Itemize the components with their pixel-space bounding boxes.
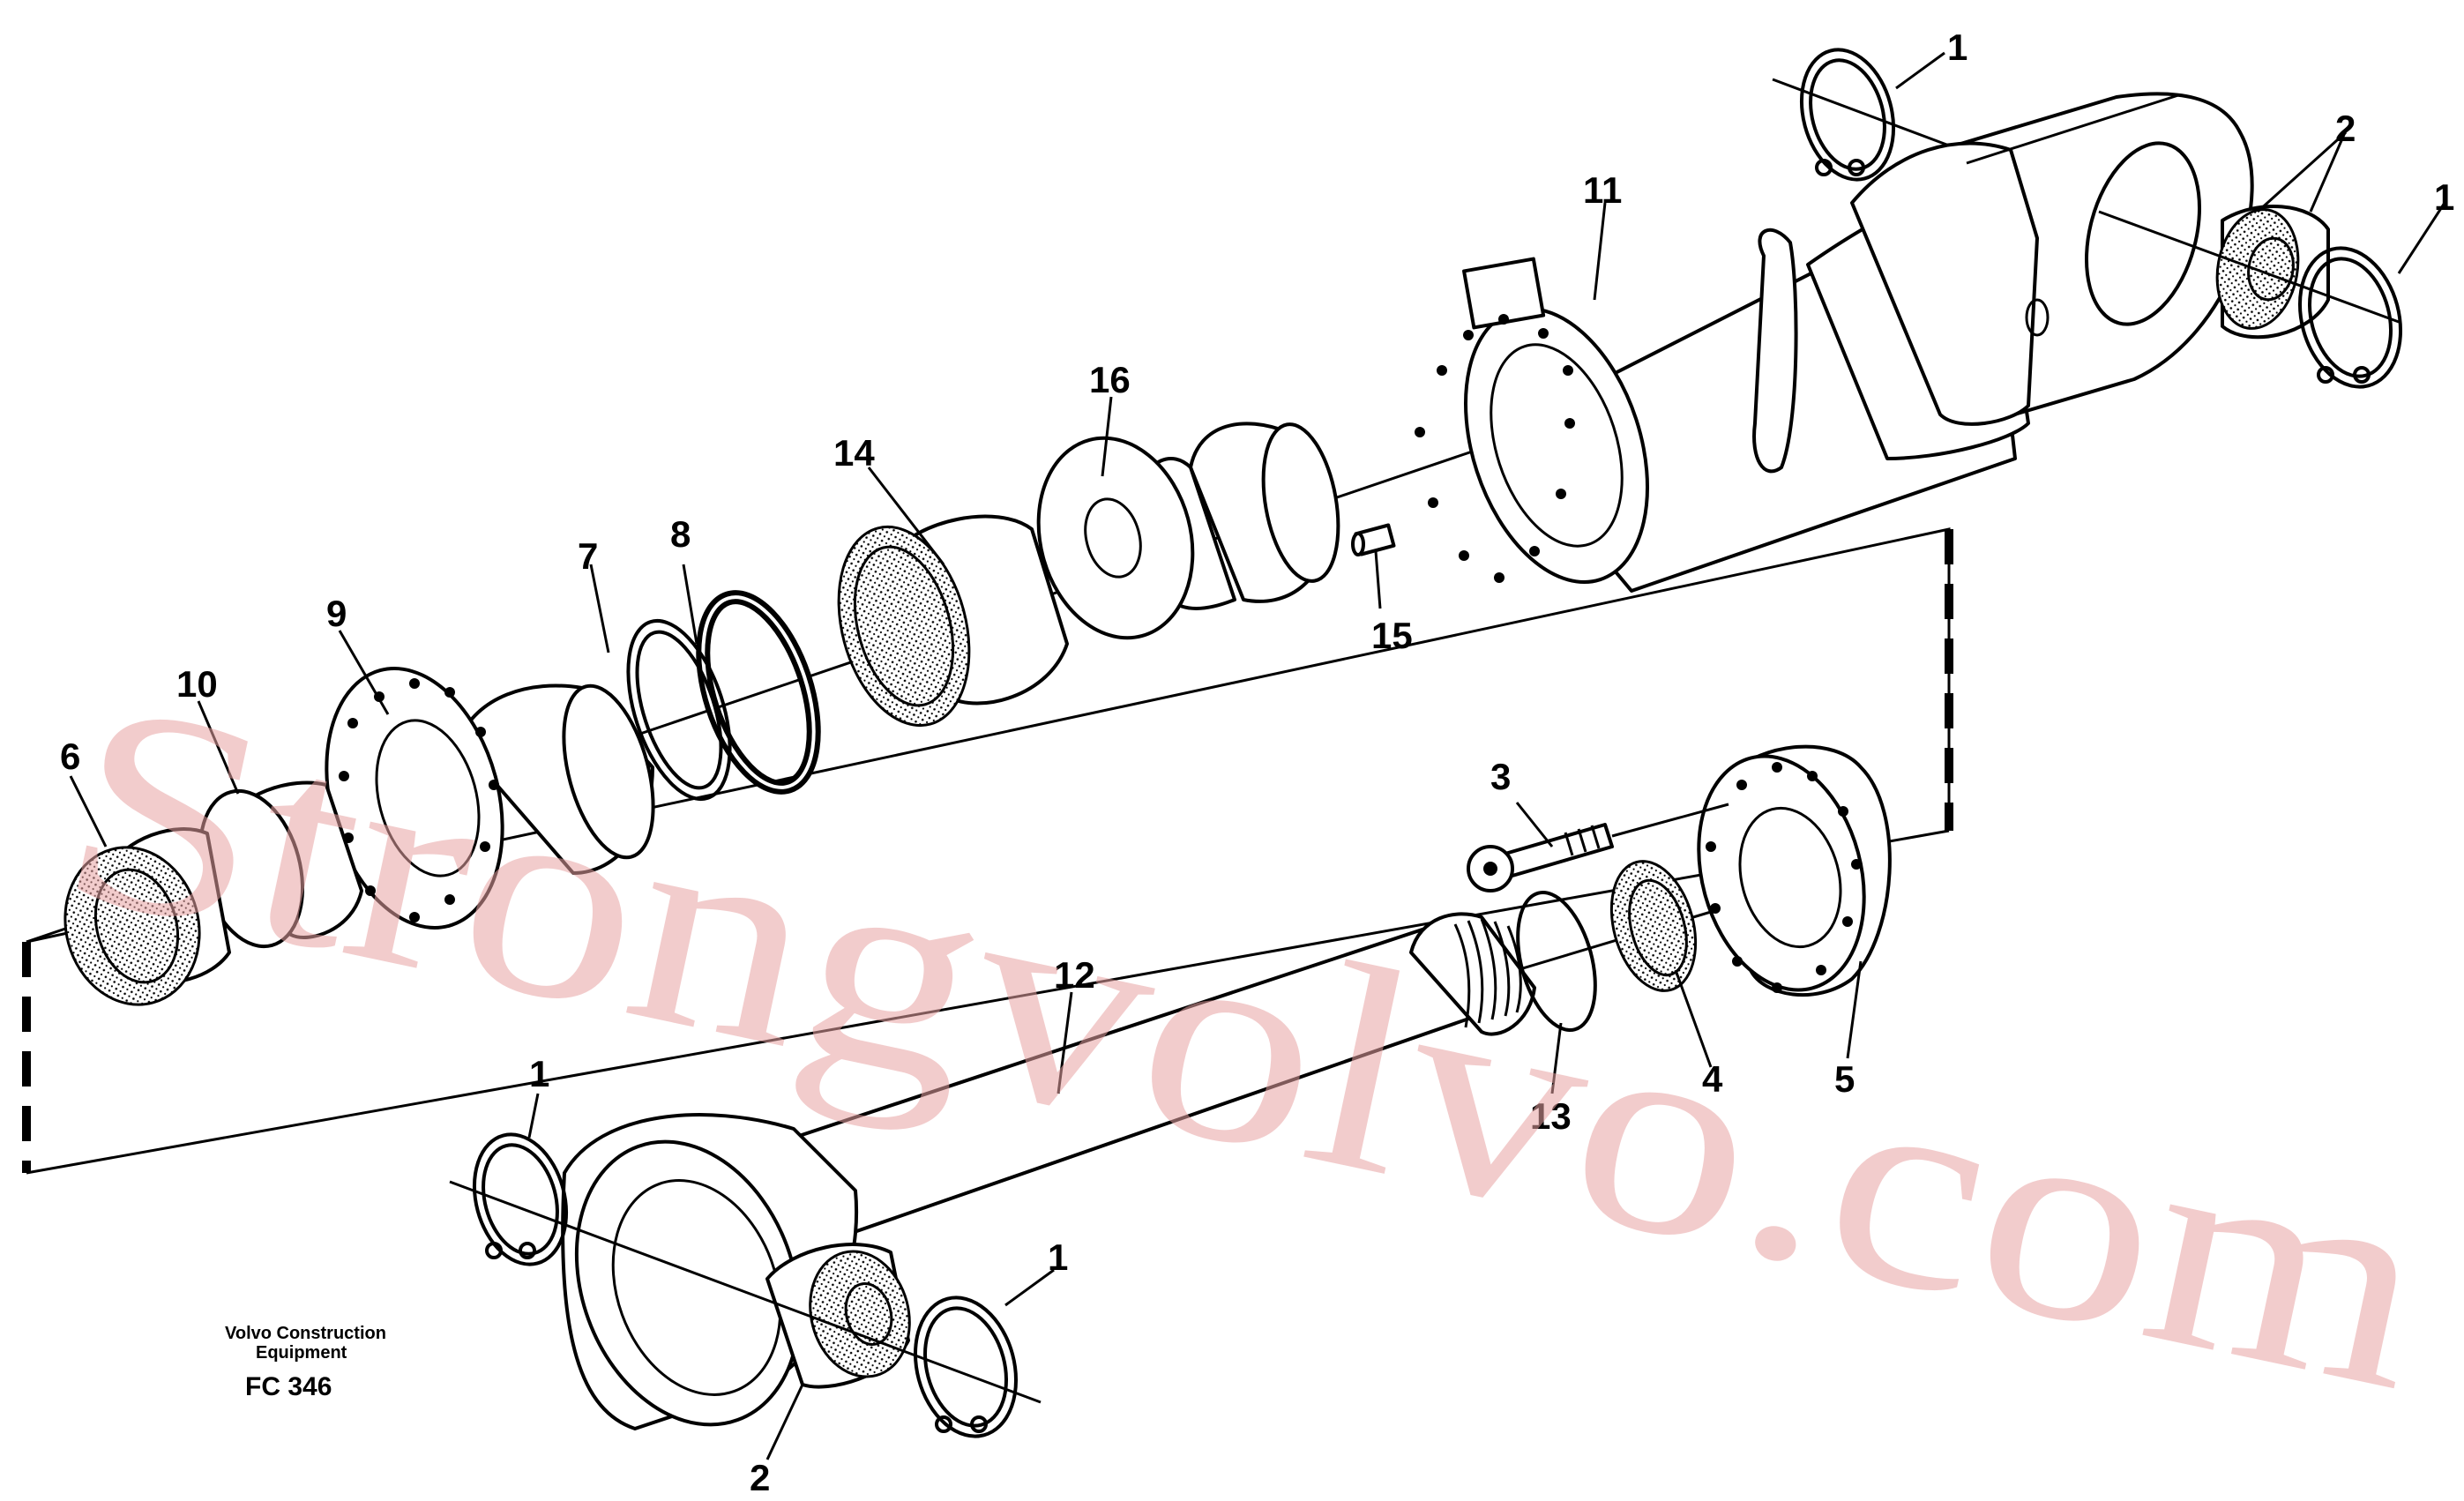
callout-1: 1 [1947,26,1967,68]
caption-equipment: Equipment [256,1343,347,1363]
caption-company: Volvo Construction [225,1324,386,1343]
callout-7: 7 [578,535,598,577]
callout-6: 6 [60,736,80,777]
callout-8: 8 [670,513,691,555]
callout-2: 2 [750,1457,770,1498]
callout-2: 2 [2335,108,2356,149]
front-bushing [63,827,231,1006]
cylinder-head-eye [1850,92,2254,426]
callout-14: 14 [833,432,875,474]
bolt [1467,803,1729,892]
watermark: Strongvolvo.com [40,638,2453,1452]
rod-eye [561,1113,859,1430]
callout-1: 1 [529,1053,549,1094]
callout-1: 1 [2434,176,2454,218]
seal-ring [696,590,821,795]
figure-code: FC 346 [245,1372,332,1401]
callout-4: 4 [1702,1058,1723,1100]
callout-13: 13 [1530,1095,1572,1137]
circlip-upper-right [2297,246,2403,389]
callouts: 1 2 1 11 16 14 15 8 7 9 10 6 3 12 13 4 5… [60,26,2454,1498]
callout-10: 10 [176,663,218,705]
rod-seal [1516,891,1597,1032]
callout-3: 3 [1490,756,1511,797]
caption: Volvo Construction Equipment FC 346 [225,1324,386,1401]
callout-9: 9 [326,593,347,634]
cylinder-head [325,667,655,930]
leader-lines [69,51,2446,1460]
callout-16: 16 [1089,359,1131,400]
callout-11: 11 [1583,169,1622,211]
circlip-lower-right [913,1296,1019,1438]
wiper-ring [198,780,363,949]
callout-1: 1 [1048,1236,1068,1278]
grease-nipple [1351,523,1396,556]
callout-12: 12 [1054,954,1095,996]
piston-washer [1036,436,1195,640]
callout-15: 15 [1371,615,1413,656]
backup-ring [626,618,732,802]
rod-flange [1697,744,1892,997]
circlip-upper-top [1799,48,1896,182]
rod-bushing [1609,860,1698,992]
guide-sleeve [837,514,1069,728]
circlip-lower-left [472,1132,569,1266]
callout-5: 5 [1834,1058,1855,1100]
